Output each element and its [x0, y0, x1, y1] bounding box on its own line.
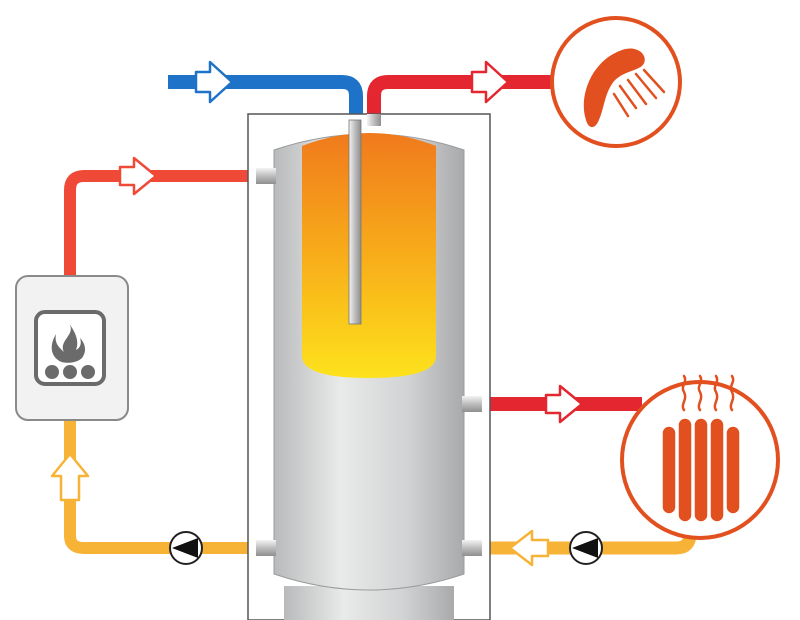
pump-left [169, 531, 203, 565]
pump-icon [569, 531, 603, 565]
pipe-hot-water-outlet [367, 75, 560, 120]
flow-arrow-boiler-supply [118, 156, 158, 196]
radiator [620, 374, 780, 540]
shower-circle [550, 16, 682, 148]
tank-stub-top-right [367, 114, 381, 126]
tank-dip-tube [348, 119, 362, 325]
pump-right [569, 531, 603, 565]
pipe-boiler-supply [64, 170, 260, 276]
tank-stub-right-bottom [462, 540, 482, 556]
tank-hot-water-zone [302, 133, 436, 378]
flow-arrow-boiler-return [50, 452, 90, 502]
tank-base [284, 586, 454, 620]
water-tank [247, 113, 491, 620]
pipe-boiler-return [64, 420, 260, 554]
flow-arrow-cold-inlet [194, 60, 234, 104]
tank-stub-left-bottom [256, 540, 276, 556]
boiler [15, 275, 129, 421]
shower-icon [583, 48, 666, 128]
tank-stub-left-top [256, 168, 276, 184]
radiator-icon [661, 374, 741, 523]
flame-icon [34, 310, 106, 386]
tank-stub-right-mid [462, 396, 482, 412]
flow-arrow-heating-supply [544, 384, 584, 424]
shower [550, 16, 682, 148]
flow-arrow-heating-return [508, 529, 550, 567]
pump-icon [169, 531, 203, 565]
pipe-cold-water-inlet [168, 75, 363, 120]
flow-arrow-hot-outlet [470, 60, 510, 104]
